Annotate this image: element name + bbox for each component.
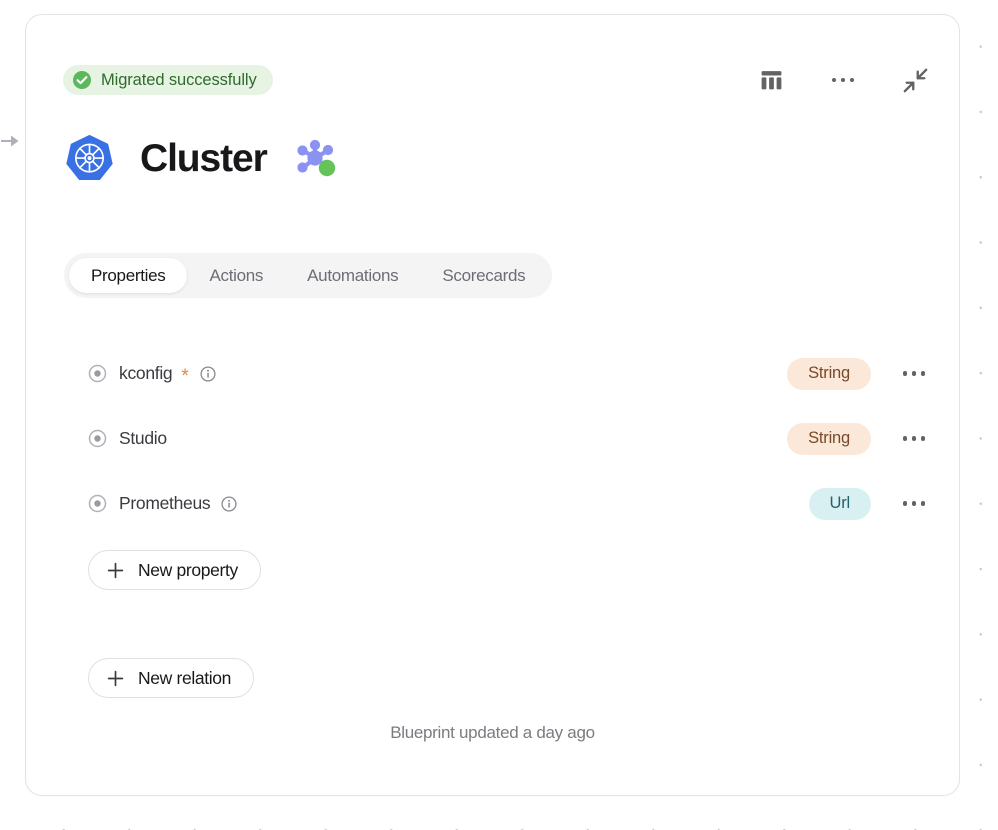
- collapse-arrows-icon: [902, 67, 929, 94]
- property-row-meta: Url: [808, 487, 931, 520]
- info-icon[interactable]: [221, 495, 237, 512]
- new-relation-label: New relation: [138, 667, 232, 688]
- property-row-meta: String: [787, 357, 931, 390]
- status-badge-label: Migrated successfully: [101, 70, 257, 89]
- node-graph-icon: [292, 138, 339, 180]
- more-options-button[interactable]: [827, 64, 859, 96]
- property-row-menu-button[interactable]: [897, 359, 931, 389]
- property-type-dot-icon: [88, 494, 107, 513]
- card-topbar: Migrated successfully: [26, 15, 959, 127]
- property-row[interactable]: Prometheus Url: [88, 471, 931, 536]
- blueprint-updated-note: Blueprint updated a day ago: [390, 723, 595, 742]
- card-actions: [755, 64, 931, 96]
- ellipsis-icon: [902, 371, 926, 376]
- property-row-menu-button[interactable]: [897, 424, 931, 454]
- property-name: kconfig: [119, 363, 173, 383]
- page-title-row: Cluster: [63, 132, 339, 185]
- page-title: Cluster: [140, 137, 268, 180]
- property-type-dot-icon: [88, 364, 107, 383]
- tab-bar: Properties Actions Automations Scorecard…: [64, 253, 553, 298]
- tab-automations[interactable]: Automations: [285, 258, 420, 293]
- property-row[interactable]: Studio String: [88, 406, 931, 471]
- ellipsis-icon: [902, 501, 926, 506]
- check-circle-icon: [72, 70, 92, 90]
- ellipsis-icon: [902, 436, 926, 441]
- property-type-badge: String: [787, 357, 871, 390]
- property-row[interactable]: kconfig * String: [88, 341, 931, 406]
- required-indicator: *: [181, 366, 189, 387]
- table-columns-icon: [759, 68, 784, 93]
- collapse-button[interactable]: [899, 64, 931, 96]
- plus-icon: [107, 670, 124, 687]
- property-type-badge: Url: [808, 487, 871, 520]
- status-badge: Migrated successfully: [63, 65, 273, 95]
- new-property-button[interactable]: New property: [88, 550, 261, 590]
- canvas-expand-arrow-icon[interactable]: [0, 131, 20, 151]
- blueprint-card: Migrated successfully: [25, 14, 960, 796]
- tab-properties[interactable]: Properties: [69, 258, 188, 293]
- new-relation-button[interactable]: New relation: [88, 658, 255, 698]
- tab-actions[interactable]: Actions: [187, 258, 285, 293]
- property-row-label-group: Prometheus: [88, 493, 809, 514]
- property-type-badge: String: [787, 422, 871, 455]
- property-type-dot-icon: [88, 429, 107, 448]
- property-row-label-group: Studio: [88, 428, 787, 449]
- table-view-button[interactable]: [755, 64, 787, 96]
- property-name: Studio: [119, 428, 167, 448]
- kubernetes-icon: [63, 132, 116, 185]
- new-property-label: New property: [138, 559, 238, 580]
- property-row-meta: String: [787, 422, 931, 455]
- plus-icon: [107, 562, 124, 579]
- property-row-menu-button[interactable]: [897, 489, 931, 519]
- properties-list: kconfig * String: [88, 341, 931, 536]
- info-icon[interactable]: [200, 365, 216, 382]
- property-row-label-group: kconfig *: [88, 363, 787, 387]
- property-name: Prometheus: [119, 493, 211, 513]
- ellipsis-icon: [831, 77, 855, 83]
- tab-scorecards[interactable]: Scorecards: [420, 258, 547, 293]
